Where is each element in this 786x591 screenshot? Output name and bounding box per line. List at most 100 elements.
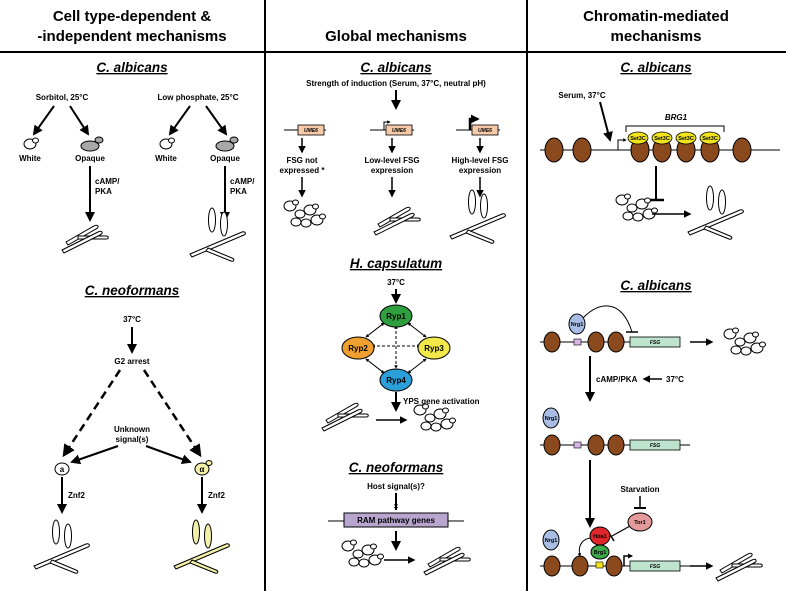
label-camp-left-1: cAMP/	[95, 177, 120, 186]
ume6-none: UME6	[284, 124, 326, 136]
svg-text:Ryp1: Ryp1	[386, 312, 406, 321]
svg-text:α: α	[200, 465, 205, 474]
svg-text:Ryp4: Ryp4	[386, 376, 406, 385]
header-col3-line2: mechanisms	[611, 28, 702, 45]
fsg-box-3	[629, 560, 681, 572]
col1-albicans-title: C. albicans	[96, 60, 168, 75]
hyphae-capsulatum	[321, 402, 369, 432]
opaque-cell-left	[80, 136, 104, 152]
arrow-to-opaque-right	[205, 105, 228, 136]
ryp-edge-1-2	[365, 322, 385, 338]
yeast-neoformans	[342, 540, 384, 567]
arrow-serum	[599, 101, 613, 142]
brg1-site-3	[595, 561, 604, 569]
hyphae-right	[189, 207, 246, 262]
hyphae-low-level	[373, 206, 421, 236]
col2-induction: Strength of induction (Serum, 37°C, neut…	[306, 79, 486, 88]
ryp-edge-2-4	[365, 358, 385, 374]
ryp-edge-1-3	[407, 322, 427, 338]
label-camp-right-2: PKA	[230, 187, 247, 196]
col1-albicans-panel: C. albicans Sorbitol, 25°C Low phosphate…	[19, 60, 255, 262]
fsg-box-2	[629, 439, 681, 451]
tor1-node: Tor1	[627, 512, 653, 532]
yeast-capsulatum	[414, 404, 456, 431]
mating-type-a-cell: a	[54, 462, 70, 476]
col2-ram-label: RAM pathway genes	[357, 516, 435, 525]
tss-state-3	[623, 553, 634, 566]
opaque-cell-right	[215, 136, 239, 152]
ryp1-node: Ryp1	[379, 304, 413, 328]
svg-text:Nrg1: Nrg1	[545, 416, 558, 422]
nrg1-bound: Nrg1	[568, 313, 586, 335]
label-opaque-left: Opaque	[75, 154, 105, 163]
svg-text:Set3C: Set3C	[702, 136, 718, 142]
nrg1-free-1: Nrg1	[542, 407, 560, 429]
ume6-low: UME6	[370, 120, 414, 136]
col1-neoformans-panel: C. neoformans 37°C G2 arrest Unknown sig…	[33, 283, 230, 574]
label-white-left: White	[19, 154, 41, 163]
col2-low-2: expression	[371, 166, 413, 175]
col1-cond-sorbitol: Sorbitol, 25°C	[36, 93, 89, 102]
label-camp-right-1: cAMP/	[230, 177, 255, 186]
nucleosomes-top	[544, 137, 752, 163]
col3-camp-pka: cAMP/PKA	[596, 375, 638, 384]
dashed-arrow-to-alpha	[142, 369, 202, 458]
hda1-curve	[577, 537, 591, 557]
col2-albicans-panel: C. albicans Strength of induction (Serum…	[280, 60, 509, 244]
hyphae-high-level	[449, 189, 506, 244]
col3-brg1-gene: BRG1	[665, 113, 688, 122]
col3-starvation: Starvation	[620, 485, 659, 494]
hyphae-col3-top	[687, 185, 744, 240]
set3c-complexes: Set3C Set3C Set3C Set3C	[627, 131, 721, 145]
nucleosomes-state-3	[543, 555, 623, 577]
svg-text:UME6: UME6	[478, 128, 492, 134]
col2-capsulatum-panel: H. capsulatum 37°C Ryp1 Ryp2 Ryp3 Ryp4 Y…	[321, 256, 480, 432]
col1-temp: 37°C	[123, 315, 141, 324]
col1-unknown-2: signal(s)	[116, 435, 149, 444]
ryp-edge-3-4	[407, 358, 427, 374]
nucleosomes-state-2	[543, 434, 625, 456]
ram-pathway-box	[343, 512, 449, 528]
fsg-label-1: FSG	[650, 340, 660, 346]
label-opaque-right: Opaque	[210, 154, 240, 163]
label-camp-left-2: PKA	[95, 187, 112, 196]
brg1-protein-node: Brg1	[590, 544, 610, 560]
svg-text:Hda1: Hda1	[593, 534, 606, 540]
fsg-label-3: FSG	[650, 564, 660, 570]
col1-neoformans-title: C. neoformans	[85, 283, 180, 298]
header-col3-line1: Chromatin-mediated	[583, 8, 729, 25]
col1-unknown-1: Unknown	[114, 425, 150, 434]
col3-albicans-title-top: C. albicans	[620, 60, 692, 75]
yeast-col3-state1	[724, 328, 766, 355]
header-col1-line1: Cell type-dependent &	[53, 8, 212, 25]
tss-top	[617, 138, 627, 150]
brg1-bracket	[625, 125, 725, 132]
svg-text:UME6: UME6	[392, 128, 406, 134]
ume6-high: UME6	[456, 114, 500, 136]
col2-blocked-mark: ×	[394, 502, 399, 511]
hyphae-left	[61, 224, 109, 254]
arrow-unknown-to-a	[70, 445, 119, 465]
col2-yps: YPS gene activation	[403, 397, 480, 406]
col3-albicans-top-panel: C. albicans Serum, 37°C BRG1 Set3C Set3C…	[540, 60, 780, 240]
header-col2: Global mechanisms	[325, 28, 467, 45]
nrg1-site-1	[573, 338, 582, 346]
hda1-node: Hda1	[589, 526, 611, 546]
label-white-right: White	[155, 154, 177, 163]
nrg1-repression-arc	[582, 305, 633, 333]
ryp3-node: Ryp3	[417, 336, 451, 360]
col2-capsulatum-title: H. capsulatum	[350, 256, 442, 271]
svg-text:Ryp2: Ryp2	[348, 344, 368, 353]
svg-text:Set3C: Set3C	[678, 136, 694, 142]
white-cell-right	[159, 137, 175, 150]
nucleosomes-state-1	[543, 331, 625, 353]
col1-cond-phosphate: Low phosphate, 25°C	[158, 93, 239, 102]
col2-albicans-title: C. albicans	[360, 60, 432, 75]
nrg1-site-2	[573, 441, 582, 449]
col2-high-1: High-level FSG	[452, 156, 509, 165]
svg-text:Ryp3: Ryp3	[424, 344, 444, 353]
svg-text:Set3C: Set3C	[654, 136, 670, 142]
svg-text:Set3C: Set3C	[630, 136, 646, 142]
yeast-cluster-fsg-off	[284, 200, 326, 227]
